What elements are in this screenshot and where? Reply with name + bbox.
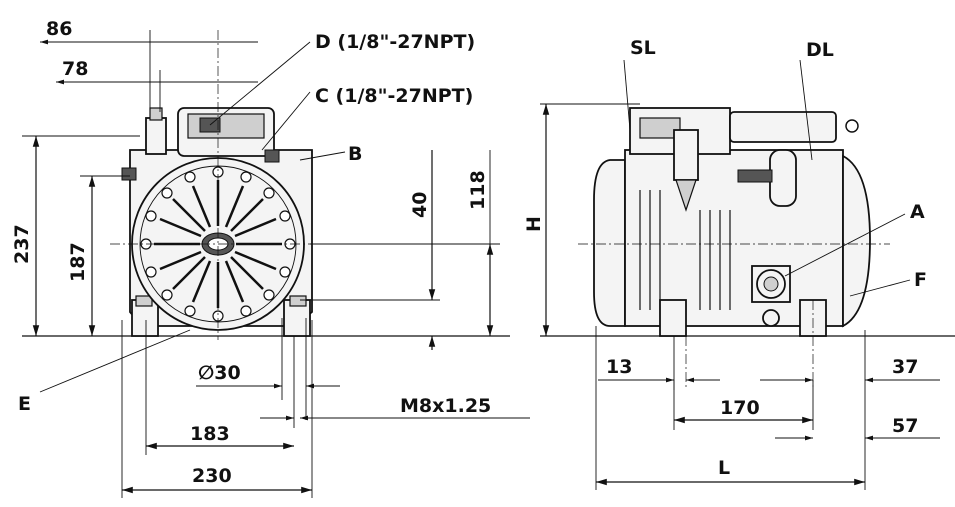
front-view <box>22 30 510 340</box>
label-sl: SL <box>630 37 656 59</box>
dim-86: 86 <box>46 18 72 40</box>
label-f: F <box>914 269 927 291</box>
dim-118: 118 <box>467 170 489 210</box>
dim-37: 37 <box>892 356 918 378</box>
label-dl: DL <box>806 39 834 61</box>
dim-thread: M8x1.25 <box>400 395 491 417</box>
dim-170: 170 <box>720 397 760 419</box>
label-a: A <box>910 201 925 223</box>
dim-230: 230 <box>192 465 232 487</box>
dim-h: H <box>523 216 545 232</box>
dim-40: 40 <box>409 192 431 218</box>
side-view-dimensions: H 13 170 37 57 L <box>523 103 940 490</box>
label-d: D (1/8"-27NPT) <box>315 31 475 53</box>
side-view <box>540 107 955 390</box>
front-view-dimensions: 86 78 237 187 40 118 ∅30 M8x1.25 <box>11 18 530 498</box>
front-view-labels: D (1/8"-27NPT) C (1/8"-27NPT) B E <box>18 31 475 415</box>
dim-187: 187 <box>67 242 89 282</box>
label-e: E <box>18 393 31 415</box>
dim-l: L <box>718 457 730 479</box>
body-fins <box>639 190 731 310</box>
dim-13: 13 <box>606 356 632 378</box>
dim-diameter-30: ∅30 <box>198 362 241 384</box>
dim-183: 183 <box>190 423 230 445</box>
dim-237: 237 <box>11 224 33 264</box>
dim-57: 57 <box>892 415 918 437</box>
dim-78: 78 <box>62 58 88 80</box>
label-c: C (1/8"-27NPT) <box>315 85 473 107</box>
side-view-labels: SL DL A F <box>623 37 927 297</box>
label-b: B <box>348 143 362 165</box>
